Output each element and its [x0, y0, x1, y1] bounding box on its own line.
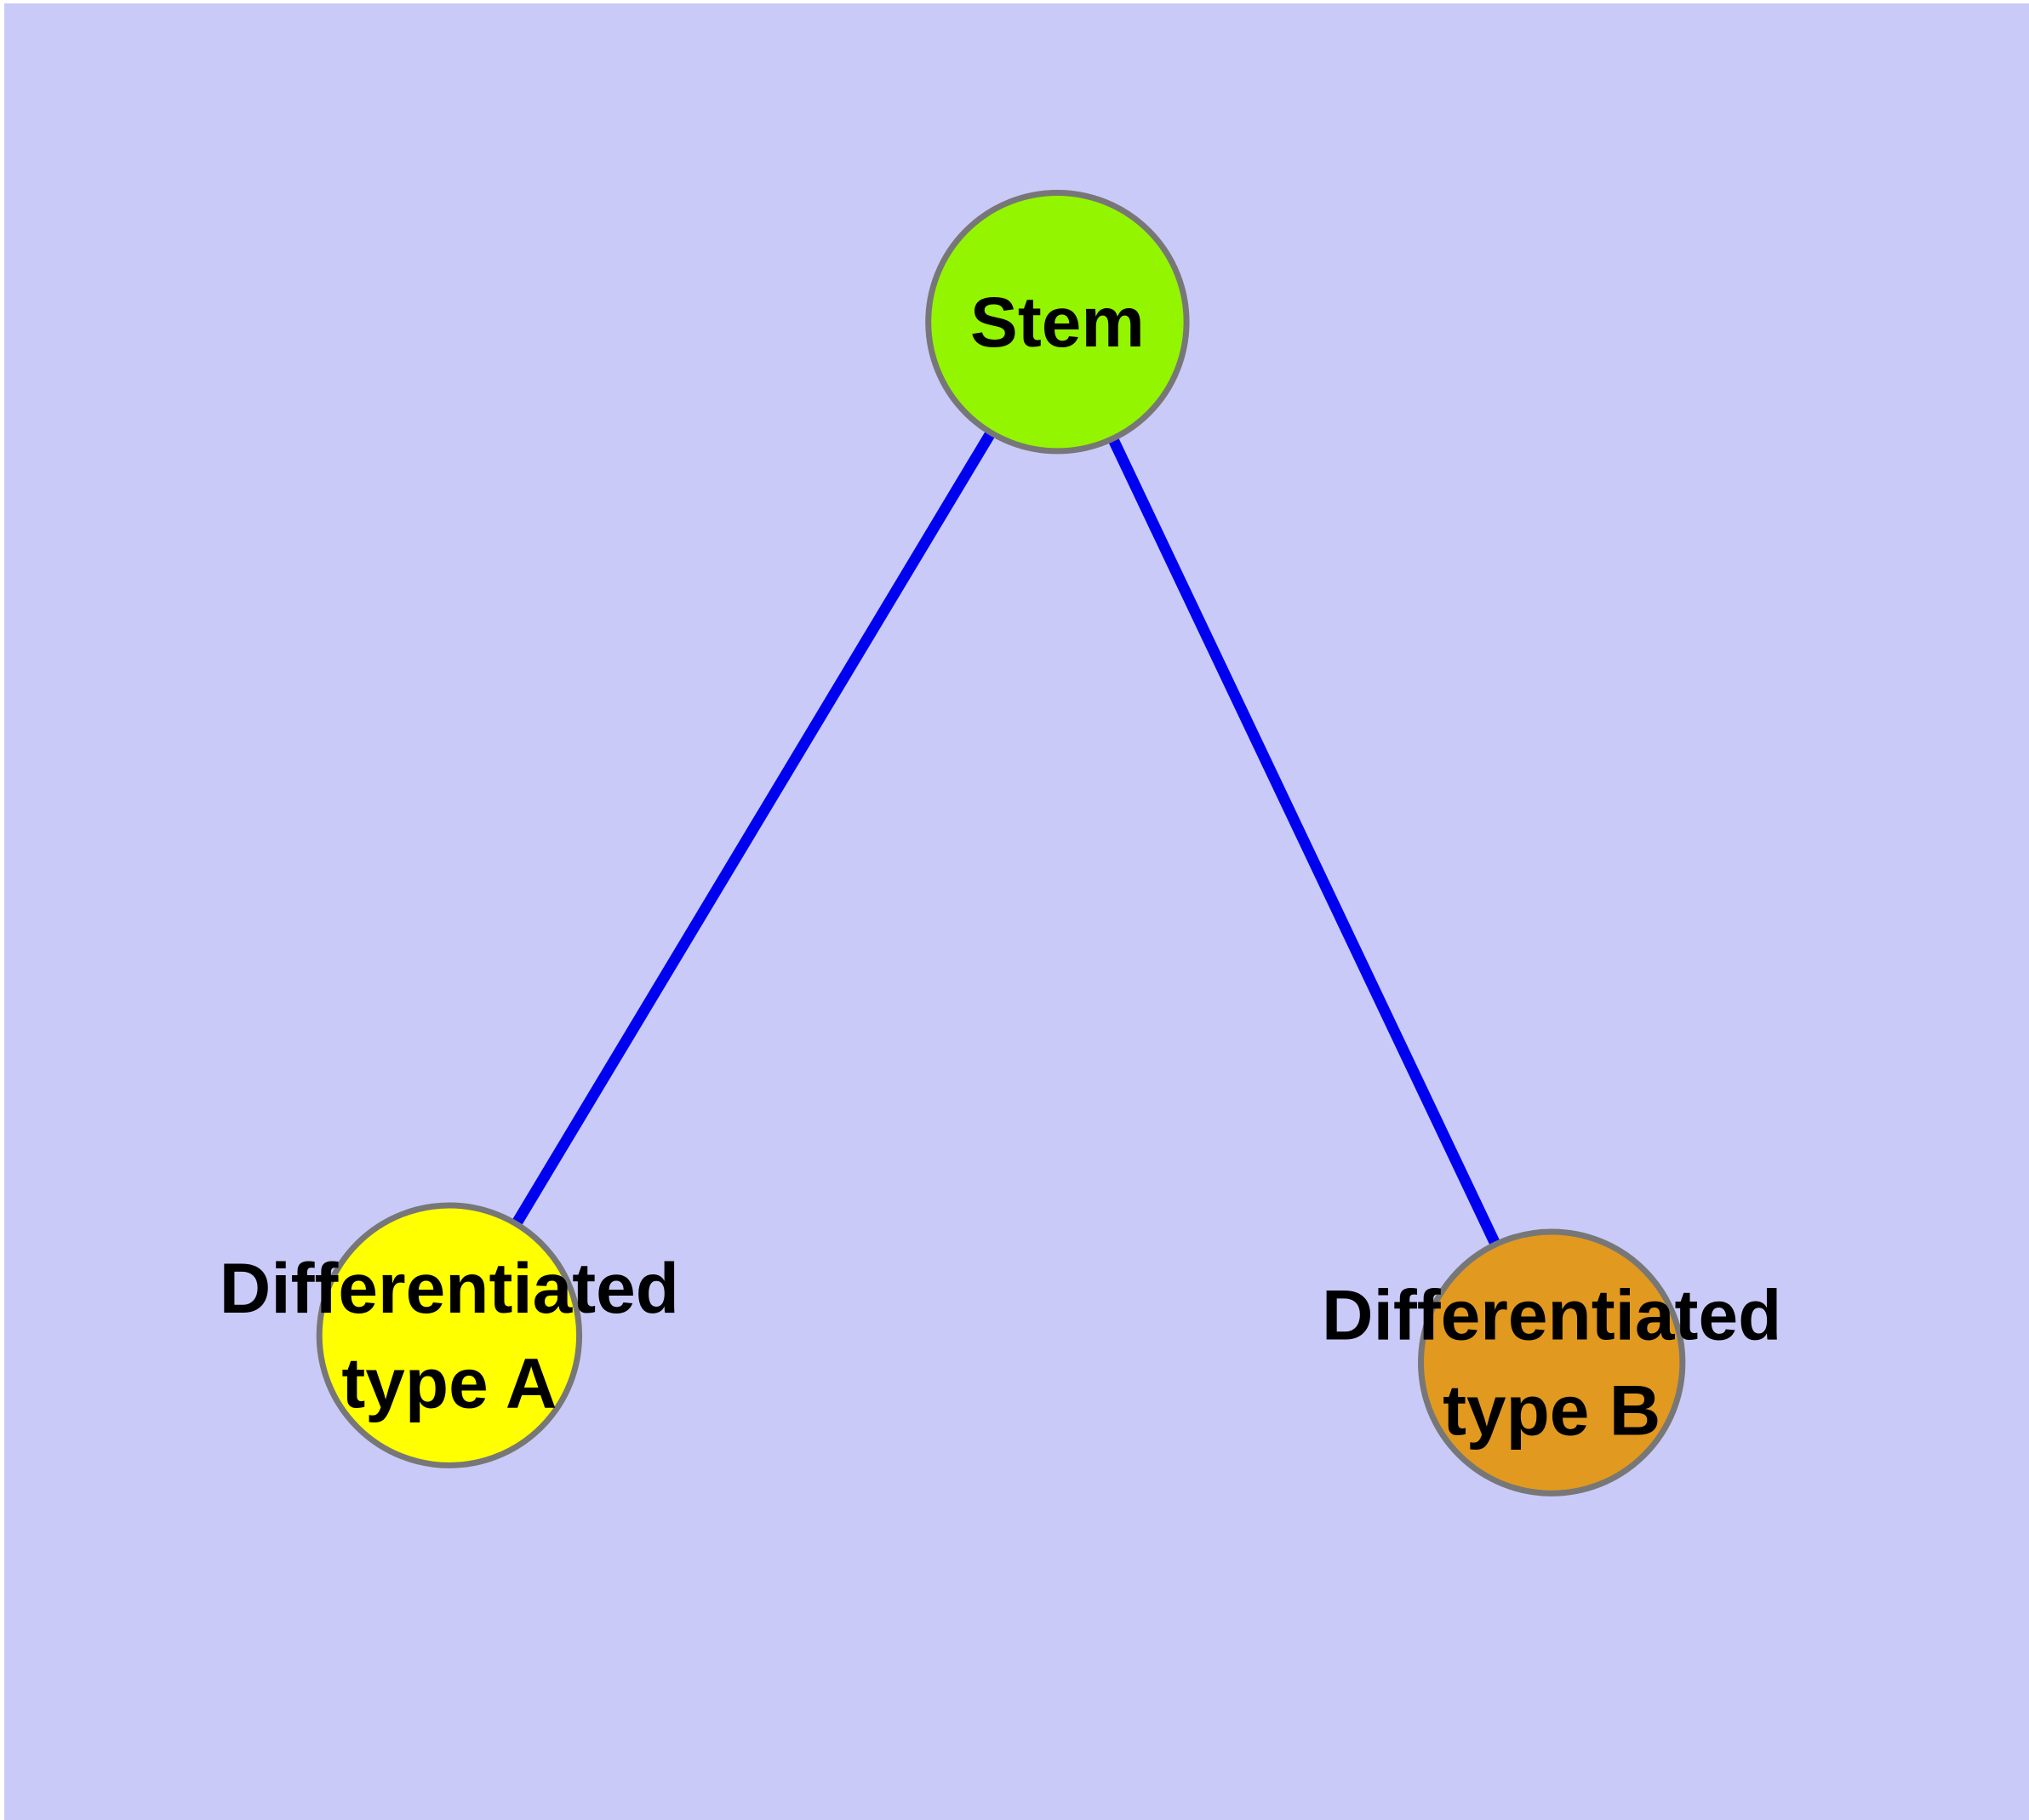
- edges-layer: [444, 318, 1557, 1365]
- node-type-b-label-line-1: Differentiated: [1322, 1275, 1781, 1355]
- node-stem-label: Stem: [970, 282, 1145, 362]
- node-type-a-circle: [316, 1202, 583, 1468]
- node-type-a-label-line-1: Differentiated: [220, 1248, 679, 1328]
- node-type-b-label-line-2: type B: [1443, 1371, 1660, 1451]
- edge-stem-type-b: [1052, 319, 1557, 1365]
- nodes-layer: [316, 190, 1686, 1497]
- node-type-b-label: Differentiated type B: [1322, 1275, 1781, 1451]
- node-type-a-label: Differentiated type A: [220, 1248, 679, 1423]
- node-stem-label-line-1: Stem: [970, 282, 1145, 362]
- edge-stem-type-a: [444, 318, 1062, 1339]
- node-type-a-label-line-2: type A: [341, 1343, 557, 1423]
- node-type-b-circle: [1418, 1228, 1686, 1497]
- node-stem-circle: [925, 190, 1190, 455]
